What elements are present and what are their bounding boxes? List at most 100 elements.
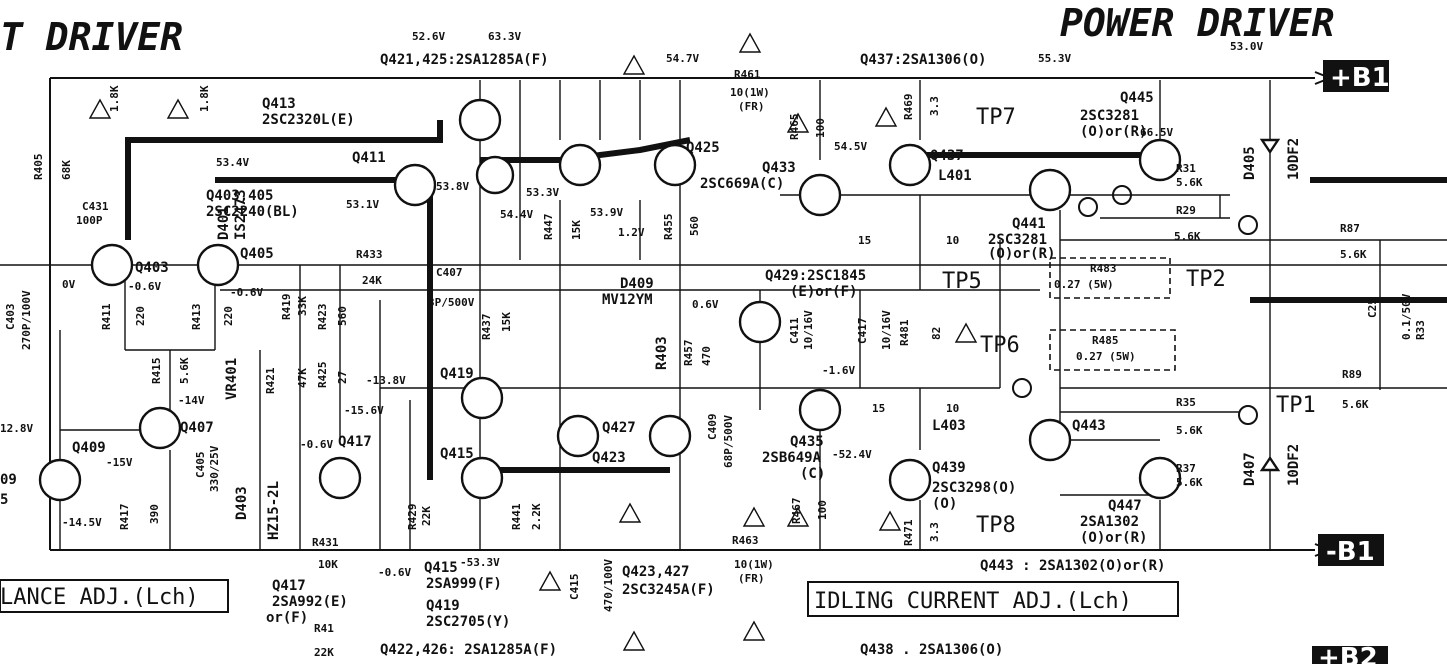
q429-upper-symbol [653, 143, 697, 187]
q409-symbol [38, 458, 82, 502]
test-point-tp6: TP6 [980, 333, 1020, 358]
label-q421-425: Q421,425:2SA1285A(F) [380, 52, 549, 68]
test-point-tp1: TP1 [1276, 393, 1316, 418]
label-q435-part: 2SB649A [762, 450, 822, 466]
label-d401-part: IS2473 [233, 189, 249, 240]
q423-symbol [556, 414, 600, 458]
label-r431: R431 [312, 536, 339, 549]
label-r35: R35 [1176, 396, 1196, 409]
tp-ring-icon [1238, 215, 1258, 235]
test-point-rings [1012, 185, 1258, 425]
label-r437: R437 [480, 314, 493, 341]
label-r89-val: 5.6K [1342, 398, 1369, 411]
label-r37: R37 [1176, 462, 1196, 475]
q427-symbol [648, 414, 692, 458]
q435-symbol [798, 388, 842, 432]
warning-icon [874, 106, 898, 127]
tp-ring-icon [1112, 185, 1132, 205]
title-driver-partial: T DRIVER [0, 15, 183, 59]
label-q439-rank: (O) [932, 496, 957, 512]
b2-positive-label: +B2 [1318, 643, 1378, 664]
label-r405: R405 [32, 154, 45, 181]
warning-icon [166, 98, 190, 119]
voltage-tag: -0.6V [128, 280, 161, 293]
voltage-tag: 53.1V [346, 198, 379, 211]
warning-icon [878, 510, 902, 531]
warning-icon [88, 98, 112, 119]
label-q441-rank: (O)or(R) [988, 246, 1055, 262]
label-c431: C431 [82, 200, 109, 213]
voltage-tag: -13.8V [366, 374, 406, 387]
d405-diode-icon [1259, 138, 1281, 155]
voltage-tag: 53.4V [216, 156, 249, 169]
q413-symbol [458, 98, 502, 142]
label-r423-val: 560 [336, 306, 349, 326]
label-c25: C25 [1366, 298, 1379, 318]
label-q445-part: 2SC3281 [1080, 108, 1139, 124]
label-q417: Q417 [338, 434, 372, 450]
label-r475-val: 15 [872, 402, 885, 415]
tp-ring-icon [1078, 197, 1098, 217]
label-r423: R423 [316, 304, 329, 331]
label-c411: C411 [788, 317, 801, 344]
label-r433: R433 [356, 248, 383, 261]
label-r413: R413 [190, 304, 203, 331]
warning-icon [786, 506, 810, 527]
warning-icon [738, 32, 762, 53]
label-q443-bottom: Q443 : 2SA1302(O)or(R) [980, 558, 1165, 574]
label-d407-part: 10DF2 [1286, 444, 1302, 486]
voltage-tag: -0.6V [230, 286, 263, 299]
warning-icon [622, 54, 646, 75]
label-r89: R89 [1342, 368, 1362, 381]
left-edge-label: 09 [0, 472, 17, 488]
warning-icon [618, 502, 642, 523]
label-r421-val: 47K [296, 368, 309, 388]
label-l403: L403 [932, 418, 966, 434]
q433-symbol [798, 173, 842, 217]
label-q409: Q409 [72, 440, 106, 456]
label-c415: C415 [568, 574, 581, 601]
b1-negative-label: -B1 [1326, 537, 1375, 567]
note-q415: Q415 [424, 560, 458, 576]
label-r477-val: 10 [946, 234, 959, 247]
label-d403: D403 [234, 486, 250, 520]
label-vr401: VR401 [224, 358, 240, 400]
warning-icon [742, 506, 766, 527]
idling-adj-label: IDLING CURRENT ADJ.(Lch) [814, 589, 1132, 614]
q441-symbol [1028, 168, 1072, 212]
note-q419-part: 2SC2705(Y) [426, 614, 510, 630]
label-r471: R471 [902, 519, 915, 546]
tp-ring-icon [1012, 378, 1032, 398]
warning-icon [954, 322, 978, 343]
label-r405-val: 68K [60, 160, 73, 180]
heavy-trace-a [125, 120, 443, 240]
label-q427: Q427 [602, 420, 636, 436]
q419-symbol [460, 376, 504, 420]
label-r31-val: 5.6K [1176, 176, 1203, 189]
label-q439: Q439 [932, 460, 966, 476]
voltage-tag: -0.6V [378, 566, 411, 579]
warning-icon [622, 630, 646, 651]
label-c403-val: 270P/100V [20, 290, 33, 350]
test-point-tp2: TP2 [1186, 267, 1226, 292]
label-r465: R465 [788, 114, 801, 141]
label-c417: C417 [856, 318, 869, 345]
voltage-tag: -14.5V [62, 516, 102, 529]
idling-adj-box [807, 581, 1179, 617]
q411-symbol [393, 163, 437, 207]
test-point-tp7: TP7 [976, 105, 1016, 130]
label-r403: R403 [654, 336, 670, 370]
label-c409-val: 68P/500V [722, 415, 735, 468]
label-r31: R31 [1176, 162, 1196, 175]
label-d409-part: MV12YM [602, 292, 653, 308]
voltage-tag: 12.8V [0, 422, 33, 435]
label-q403-405: Q403,405 [206, 188, 273, 204]
label-q435: Q435 [790, 434, 824, 450]
label-d405-part: 10DF2 [1286, 138, 1302, 180]
label-r447: R447 [542, 214, 555, 241]
label-q415: Q415 [440, 446, 474, 462]
label-r425-val: 27 [336, 371, 349, 384]
voltage-tag: 0.6V [692, 298, 719, 311]
label-r37-val: 5.6K [1176, 476, 1203, 489]
b1-negative-tag: -B1 [1318, 534, 1384, 567]
